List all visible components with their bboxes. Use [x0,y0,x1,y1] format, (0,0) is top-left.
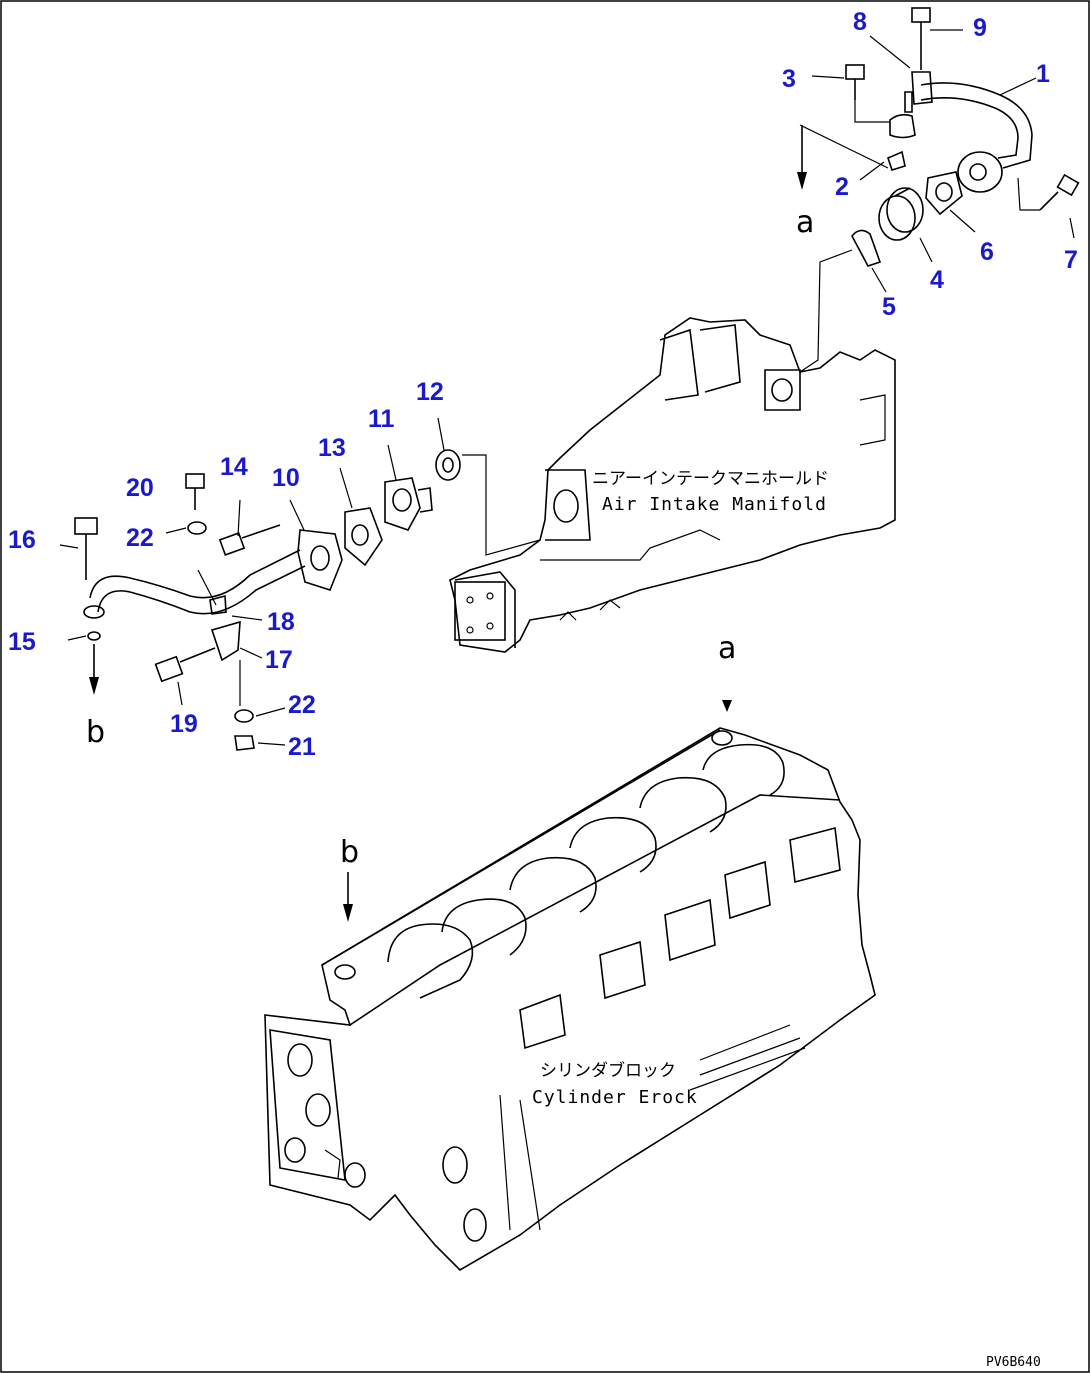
nut-21 [234,735,255,751]
pipe-10 [89,549,301,599]
elbow-5 [851,229,882,267]
callout-13: 13 [318,434,346,462]
ref-b-bottom: b [340,835,359,870]
callout-19: 19 [170,710,198,738]
nut-2 [887,150,906,171]
bolt-7 [1056,173,1080,197]
connector-4 [878,195,916,241]
callout-3: 3 [782,65,796,93]
pipe-1-flange [957,151,1003,193]
callout-15: 15 [8,628,36,656]
manifold-label-en: Air Intake Manifold [602,494,827,515]
callout-4: 4 [930,266,944,294]
bracket-17 [210,620,241,662]
callout-1: 1 [1036,60,1050,88]
washer-22b [234,709,254,723]
callout-21: 21 [288,733,316,761]
manifold-label-jp: ニアーインテークマニホールド [592,469,829,489]
washer-22a [187,521,207,535]
callout-10: 10 [272,464,300,492]
connector-11 [384,477,421,531]
washer-15 [87,631,101,641]
callout-20: 20 [126,474,154,502]
callout-7: 7 [1064,246,1078,274]
callout-17: 17 [265,646,293,674]
lower-pipe-assembly [59,417,461,751]
callout-11: 11 [368,405,395,433]
clamp-18 [209,594,227,615]
air-intake-manifold [449,317,896,653]
block-label-en: Cylinder Erock [532,1087,698,1108]
callout-5: 5 [882,293,896,321]
callout-22-upper: 22 [126,524,154,552]
callout-16: 16 [8,526,36,554]
callout-22-lower: 22 [288,691,316,719]
clamp-block [889,113,916,139]
block-label-jp: シリンダブロック [540,1060,676,1081]
upper-pipe-assembly [797,7,1080,373]
gasket-13 [344,507,383,567]
callout-9: 9 [973,14,987,42]
callout-14: 14 [220,453,248,481]
ref-a-bottom: a [718,631,736,666]
callout-8: 8 [853,8,867,36]
drawing-code: PV6B640 [986,1355,1041,1370]
ref-b-left: b [86,715,105,750]
callout-6: 6 [980,238,994,266]
gasket-6 [925,171,963,216]
cylinder-block [264,700,876,1272]
bolt-14 [218,532,246,556]
ref-a-top: a [796,205,814,240]
clip-8 [911,71,933,105]
callout-18: 18 [267,608,295,636]
ring-12 [435,449,461,481]
callout-2: 2 [835,173,849,201]
bolt-19 [154,655,184,683]
callout-12: 12 [416,378,444,406]
